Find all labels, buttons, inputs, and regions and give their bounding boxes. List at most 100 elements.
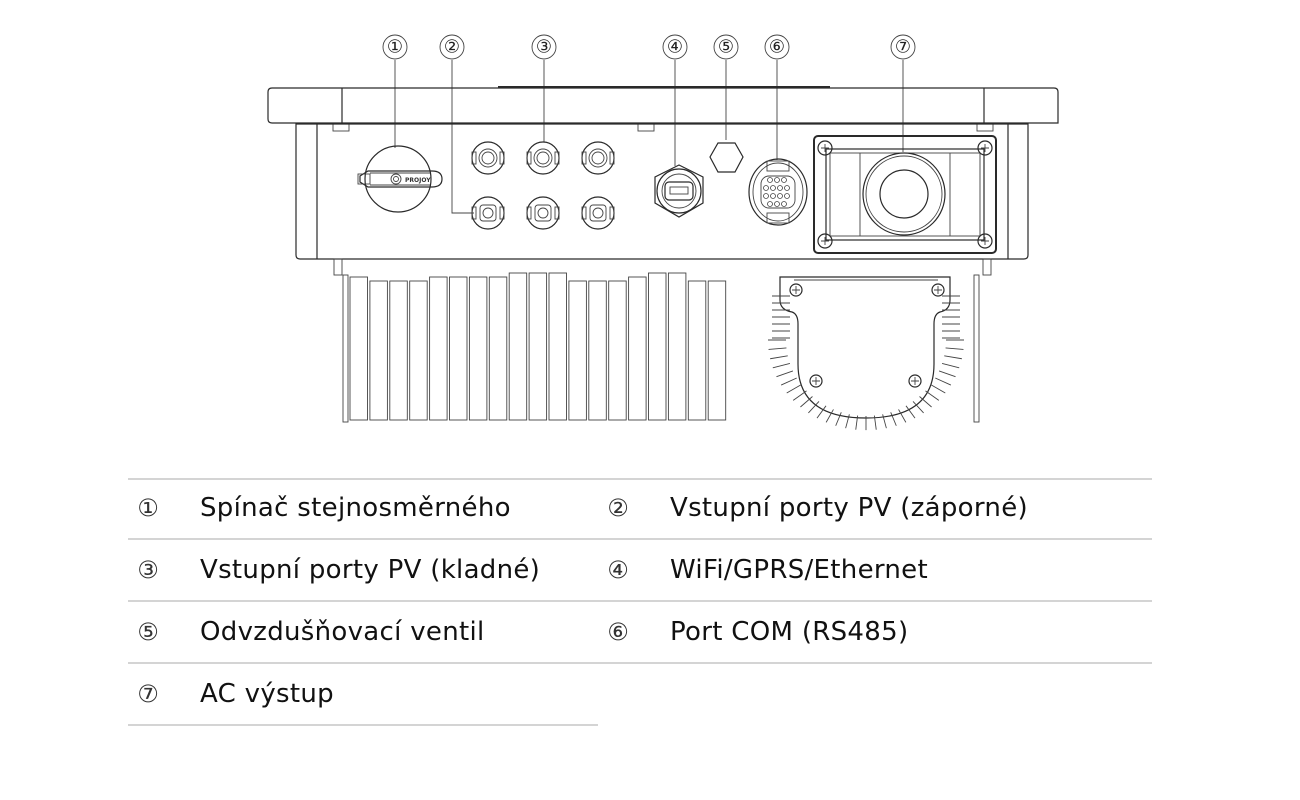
heatsink-fin	[508, 272, 528, 421]
radial-fin	[786, 384, 802, 394]
radial-fin	[945, 347, 964, 350]
radial-fin	[776, 370, 794, 378]
heatsink-fins	[349, 272, 727, 421]
heatsink-fin	[628, 276, 647, 421]
legend-item-6: ⑥ Port COM (RS485)	[598, 602, 908, 662]
radial-fin	[912, 401, 924, 414]
heatsink-fin	[568, 280, 587, 421]
callout-2: ②	[439, 34, 465, 60]
callout-4: ④	[662, 34, 688, 60]
vent-valve-icon	[709, 142, 744, 173]
inverter-lid	[267, 86, 1059, 132]
legend-item-2: ② Vstupní porty PV (záporné)	[598, 478, 1028, 538]
table-row: ① Spínač stejnosměrného ② Vstupní porty …	[128, 478, 1152, 540]
radial-fin	[835, 412, 842, 426]
radial-fin	[800, 396, 813, 408]
radial-fin	[882, 414, 887, 429]
legend-item-7: ⑦ AC výstup	[128, 664, 334, 724]
screw-icon	[908, 374, 922, 388]
switch-brand-label: PROJOY	[405, 177, 431, 184]
legend-number: ①	[137, 494, 159, 522]
radial-fin	[845, 414, 850, 429]
radial-fin	[780, 377, 797, 386]
ac-output-icon	[813, 135, 997, 254]
fan-mount	[779, 276, 951, 419]
screw-icon	[817, 140, 833, 156]
screw-icon	[809, 374, 823, 388]
table-rule	[128, 600, 1152, 602]
radial-fin	[905, 405, 916, 419]
radial-fin	[816, 405, 827, 419]
heatsink-fin	[429, 276, 448, 421]
radial-fin	[890, 412, 897, 426]
heatsink-fin	[548, 272, 567, 421]
legend-number: ②	[607, 494, 629, 522]
callout-markers: ① ② ③ ④ ⑤ ⑥ ⑦	[382, 34, 916, 60]
radial-fin	[898, 409, 907, 423]
wifi-port-icon	[654, 164, 704, 218]
heatsink-fin	[528, 272, 548, 421]
table-rule	[128, 662, 1152, 664]
legend-item-3: ③ Vstupní porty PV (kladné)	[128, 540, 540, 600]
radial-fin	[772, 363, 791, 369]
inverter-body	[295, 123, 1029, 260]
table-row: ⑦ AC výstup	[128, 664, 598, 726]
radial-fin	[944, 355, 962, 360]
radial-fin	[930, 384, 946, 394]
radial-fin	[935, 377, 952, 386]
screw-icon	[817, 233, 833, 249]
screw-icon	[789, 283, 803, 297]
legend-item-5: ⑤ Odvzdušňovací ventil	[128, 602, 485, 662]
table-rule	[128, 478, 1152, 480]
radial-fin	[825, 409, 834, 423]
inverter-diagram: ① ② ③ ④ ⑤ ⑥ ⑦ PROJOY	[267, 34, 1059, 431]
legend-label: Port COM (RS485)	[670, 617, 909, 647]
heatsink-fin	[707, 280, 727, 421]
callout-7-label: ⑦	[895, 37, 911, 58]
callout-5-label: ⑤	[718, 37, 734, 58]
radial-fin	[808, 401, 820, 414]
radial-fin	[919, 396, 932, 408]
heatsink-fin	[488, 276, 508, 421]
pv-port-icon	[471, 196, 505, 230]
legend-label: Vstupní porty PV (záporné)	[670, 493, 1028, 523]
heatsink-fin	[369, 280, 388, 421]
callout-3-label: ③	[536, 37, 552, 58]
callout-1-label: ①	[387, 37, 403, 58]
heatsink-fin	[588, 280, 607, 421]
legend-item-1: ① Spínač stejnosměrného	[128, 478, 511, 538]
radial-fin	[855, 415, 859, 430]
heatsink-fin	[608, 280, 627, 421]
heatsink-fin	[667, 272, 687, 421]
legend-label: Odvzdušňovací ventil	[200, 617, 485, 647]
legend-number: ⑦	[137, 680, 159, 708]
pv-port-icon	[581, 141, 615, 175]
legend-label: WiFi/GPRS/Ethernet	[670, 555, 928, 585]
radial-fin	[792, 390, 807, 401]
callout-5: ⑤	[713, 34, 739, 60]
legend-table: ① Spínač stejnosměrného ② Vstupní porty …	[128, 478, 1152, 726]
mounting-feet	[333, 258, 992, 423]
heatsink-fin	[409, 280, 428, 421]
com-port-icon	[748, 158, 808, 226]
table-rule	[128, 538, 1152, 540]
legend-number: ④	[607, 556, 629, 584]
table-rule	[128, 724, 598, 726]
heatsink-fin	[449, 276, 468, 421]
legend-number: ③	[137, 556, 159, 584]
legend-label: AC výstup	[200, 679, 334, 709]
callout-6-label: ⑥	[769, 37, 785, 58]
legend-label: Vstupní porty PV (kladné)	[200, 555, 541, 585]
callout-7: ⑦	[890, 34, 916, 60]
screw-icon	[931, 283, 945, 297]
heatsink-fin	[468, 276, 488, 421]
callout-3: ③	[531, 34, 557, 60]
heatsink-fin	[687, 280, 707, 421]
table-row: ⑤ Odvzdušňovací ventil ⑥ Port COM (RS485…	[128, 602, 1152, 664]
legend-item-4: ④ WiFi/GPRS/Ethernet	[598, 540, 928, 600]
radial-fin	[770, 355, 788, 360]
callout-4-label: ④	[667, 37, 683, 58]
legend-label: Spínač stejnosměrného	[200, 493, 511, 523]
pv-port-icon	[526, 141, 560, 175]
dc-switch-icon: PROJOY	[357, 145, 443, 213]
